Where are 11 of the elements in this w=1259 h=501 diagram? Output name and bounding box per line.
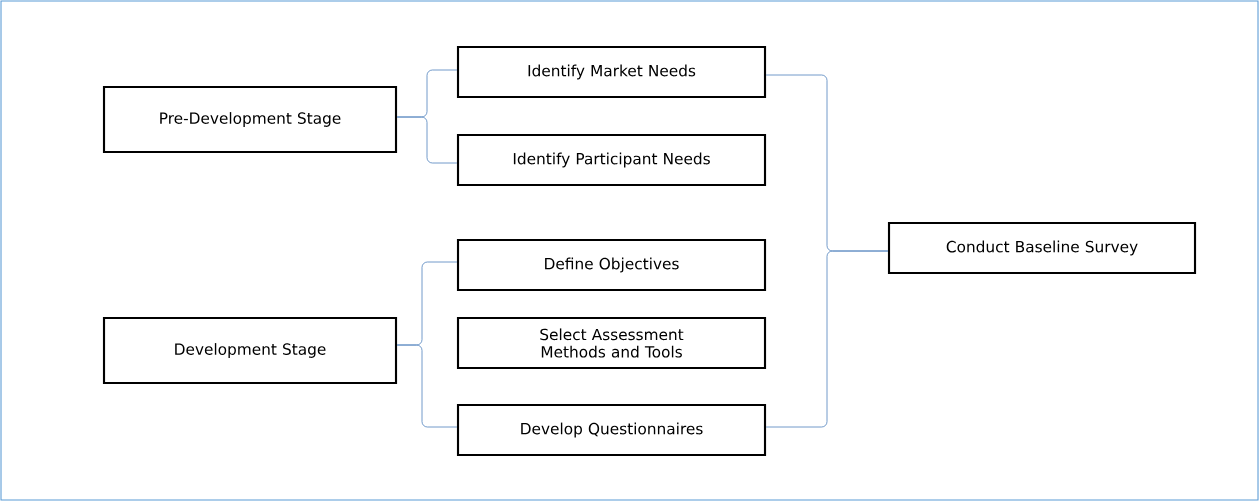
brace-connector (396, 344, 458, 428)
process-box: Select Assessment Methods and Tools (456, 316, 767, 370)
process-box: Identify Market Needs (456, 45, 767, 99)
process-box: Pre-Development Stage (102, 85, 398, 154)
process-box: Conduct Baseline Survey (887, 221, 1197, 275)
process-box: Development Stage (102, 316, 398, 385)
brace-connector (765, 250, 889, 428)
process-box: Identify Participant Needs (456, 133, 767, 187)
process-box: Define Objectives (456, 238, 767, 292)
process-box: Develop Questionnaires (456, 403, 767, 457)
brace-connector (396, 116, 458, 164)
